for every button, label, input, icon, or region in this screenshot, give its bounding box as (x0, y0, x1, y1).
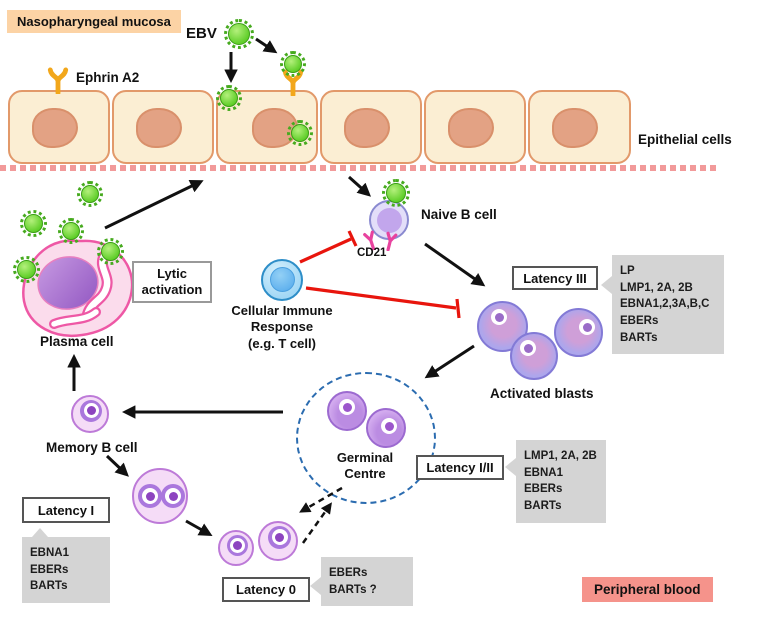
inhibition-line-naive-b (299, 237, 352, 264)
dividing-b-cell (132, 468, 188, 524)
latency0-b-cell (218, 530, 254, 566)
latency-0-pointer (310, 577, 321, 595)
naive-b-cell-nucleus (377, 208, 402, 233)
naive-b-cell-label: Naive B cell (421, 207, 497, 222)
dashed-arrow-gc-to-latency0 (299, 486, 343, 513)
latency-i-box: Latency I (22, 497, 110, 523)
arrow-epithelium-to-naive-b (347, 175, 372, 197)
ephrin-a2-receptor-icon (47, 67, 69, 94)
cd21-label: CD21 (357, 247, 387, 259)
latency-iii-gene-list: LP LMP1, 2A, 2B EBNA1,2,3A,B,C EBERs BAR… (612, 255, 724, 355)
nucleolus-dot (582, 322, 592, 332)
memory-b-cell-label: Memory B cell (46, 440, 138, 455)
plasma-cell (22, 239, 134, 337)
peripheral-blood-label: Peripheral blood (582, 577, 713, 602)
epithelial-cell (8, 90, 110, 164)
nucleolus-dot (86, 406, 96, 415)
plasma-cell-label: Plasma cell (40, 334, 114, 349)
arrow-blasts-to-germinal-centre (424, 344, 475, 379)
cellular-immune-response-label: Cellular Immune Response (e.g. T cell) (231, 303, 333, 351)
ebv-virion-icon (216, 85, 242, 111)
inhibition-bar-naive-b (347, 230, 358, 247)
ebv-virion-icon (287, 120, 313, 146)
dashed-arrow-latency0-to-gc (301, 502, 332, 544)
latency-i-ii-gene-list: LMP1, 2A, 2B EBNA1 EBERs BARTs (516, 440, 606, 523)
ephrin-a2-label: Ephrin A2 (76, 70, 140, 85)
latency-i-gene-list: EBNA1 EBERs BARTs (22, 537, 110, 604)
nucleolus-dot (275, 532, 284, 542)
epithelial-cells-label: Epithelial cells (638, 132, 732, 147)
germinal-centre-cell (327, 391, 367, 431)
latency-i-ii-pointer (505, 458, 516, 476)
arrow-naive-b-to-blasts (424, 242, 486, 287)
ebv-virion-icon (58, 218, 84, 244)
t-cell-nucleus (270, 267, 295, 292)
latency0-b-cell (258, 521, 298, 561)
arrow-memory-to-dividing (105, 454, 129, 477)
epithelial-cell (112, 90, 214, 164)
activated-blasts-label: Activated blasts (490, 386, 594, 401)
activated-blast-cell (554, 308, 603, 357)
memory-b-cell (71, 395, 109, 433)
ebv-virion-icon (224, 19, 254, 49)
latency-0-box: Latency 0 (222, 577, 310, 602)
nucleolus-dot (233, 540, 242, 550)
latency-i-ii-box: Latency I/II (416, 455, 504, 480)
ebv-virion-icon (77, 181, 103, 207)
ebv-virion-icon (382, 179, 410, 207)
latency-iii-pointer (601, 276, 612, 294)
ebv-virion-icon (13, 256, 40, 283)
activated-blast-cell (510, 332, 558, 380)
cell-nucleus (32, 108, 78, 148)
epithelial-cell (320, 90, 422, 164)
arrow-ebv-to-receptor (255, 37, 278, 54)
cell-nucleus (136, 108, 182, 148)
t-cell (261, 259, 303, 301)
nasopharyngeal-mucosa-label: Nasopharyngeal mucosa (7, 10, 181, 33)
nucleolus-dot (494, 312, 504, 322)
cell-nucleus (344, 108, 390, 148)
arrow-lytic-to-epithelium (104, 180, 204, 230)
nucleolus-dot (523, 343, 533, 353)
latency-i-pointer (32, 528, 48, 537)
lytic-activation-box: Lytic activation (132, 261, 212, 303)
cell-nucleus (552, 108, 598, 148)
cell-nucleus (448, 108, 494, 148)
inhibition-bar-blasts (455, 298, 461, 319)
cd21-receptor-icon (363, 230, 398, 251)
germinal-centre-cell (366, 408, 406, 448)
epithelial-cell (528, 90, 631, 164)
inhibition-line-blasts (305, 286, 457, 310)
nucleolus-dot (145, 491, 155, 501)
ebv-virion-icon (97, 238, 124, 265)
epithelial-cell (424, 90, 526, 164)
ebv-label: EBV (186, 25, 217, 42)
germinal-centre-circle (296, 372, 436, 504)
nucleolus-dot (342, 402, 352, 412)
ebv-virion-icon (280, 51, 306, 77)
latency-0-gene-list: EBERs BARTs ? (321, 557, 413, 607)
ebv-virion-icon (20, 210, 47, 237)
nucleolus-dot (168, 491, 178, 501)
basement-membrane-dotted-line (0, 165, 716, 171)
arrow-dividing-to-latency0 (185, 519, 213, 536)
germinal-centre-label: Germinal Centre (336, 450, 394, 481)
latency-iii-box: Latency III (512, 266, 598, 290)
nucleolus-dot (384, 421, 394, 431)
